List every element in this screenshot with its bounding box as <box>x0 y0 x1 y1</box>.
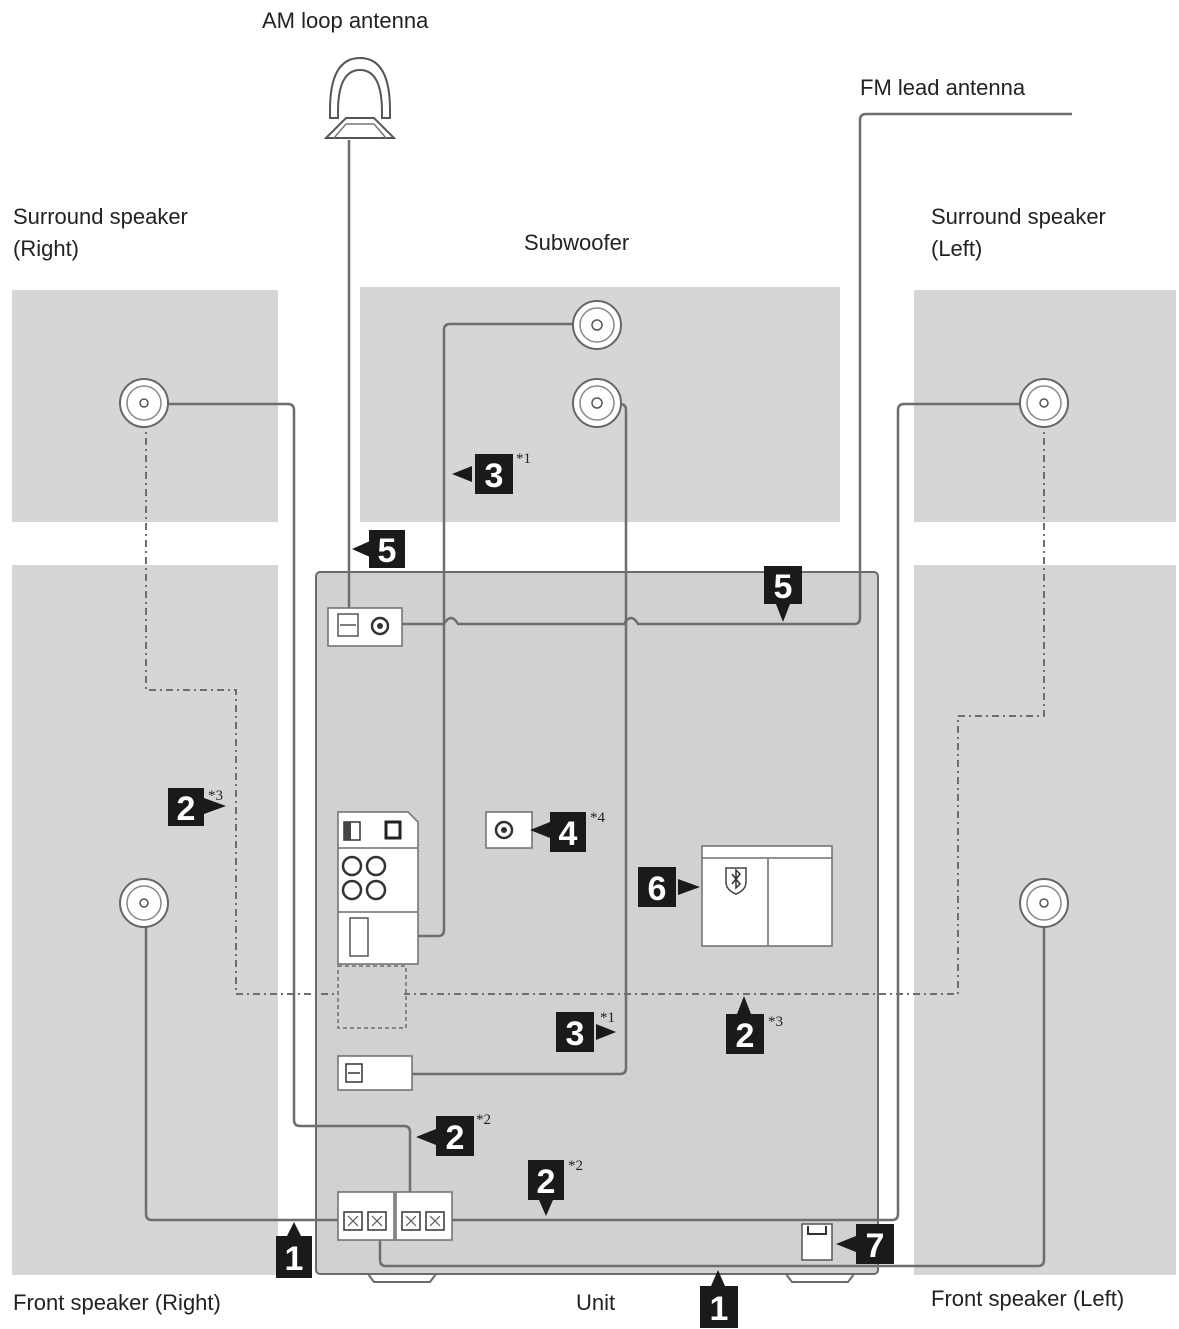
step-3-upper-note: *1 <box>516 451 531 467</box>
subwoofer-wire-upper <box>356 322 596 938</box>
subwoofer-bottom-speaker-icon <box>572 378 622 428</box>
front-right-label: Front speaker (Right) <box>13 1290 221 1315</box>
am-loop-antenna-icon <box>323 56 397 139</box>
step-2-mid-note: *3 <box>768 1014 783 1030</box>
fm-antenna-label: FM lead antenna <box>860 75 1026 100</box>
surround-left-speaker-icon <box>1019 378 1069 428</box>
step-3-lower-note: *1 <box>600 1010 615 1026</box>
unit-foot-right <box>785 1273 855 1283</box>
step-6-number: 6 <box>648 870 667 908</box>
front-right-wire <box>144 902 346 1222</box>
step-2-mid-pointer <box>737 996 751 1014</box>
unit-label: Unit <box>576 1290 615 1315</box>
step-2-terminal-pointer <box>416 1129 436 1145</box>
bluetooth-module <box>701 845 833 947</box>
unit-panel <box>315 571 879 1275</box>
step-3-upper-marker <box>475 454 513 494</box>
bluetooth-icon <box>725 867 747 895</box>
step-2-terminal-marker <box>436 1116 474 1156</box>
step-2-mid-number: 2 <box>736 1017 755 1055</box>
step-3-lower-pointer <box>596 1024 616 1040</box>
optional-connector-area <box>337 965 407 1029</box>
step-2-terminal-number: 2 <box>446 1119 465 1157</box>
surround-right-label-line2: (Right) <box>13 236 79 261</box>
step-1-bottom-pointer <box>711 1270 725 1286</box>
step-3-lower-number: 3 <box>566 1015 585 1053</box>
step-2-bottom-marker <box>528 1160 564 1200</box>
step-5-right-pointer <box>776 604 790 622</box>
subwoofer-wire-lower <box>346 402 628 1076</box>
step-6-marker <box>638 867 676 907</box>
step-1-left-marker <box>276 1236 312 1278</box>
subwoofer-output-terminal <box>337 1055 413 1091</box>
step-7-number: 7 <box>866 1227 885 1265</box>
step-5-left-marker <box>369 530 405 568</box>
surround-right-wire <box>146 402 412 1216</box>
step-2-left-pointer <box>204 798 226 814</box>
surround-right-label-line1: Surround speaker <box>13 204 188 229</box>
front-left-speaker-icon <box>1019 878 1069 928</box>
speaker-terminal-block <box>337 1191 453 1241</box>
unit-foot-left <box>367 1273 437 1283</box>
subwoofer-top-speaker-icon <box>572 300 622 350</box>
step-1-left-pointer <box>287 1222 301 1236</box>
power-plug-icon <box>801 1223 833 1261</box>
step-7-marker <box>856 1224 894 1264</box>
surround-left-label-line2: (Left) <box>931 236 982 261</box>
step-2-bottom-pointer <box>539 1200 553 1216</box>
surround-right-speaker-icon <box>119 378 169 428</box>
step-2-mid-marker <box>726 1014 764 1054</box>
step-2-left-number: 2 <box>177 790 196 828</box>
audio-connector-block <box>337 811 419 965</box>
step-6-pointer <box>678 879 700 895</box>
step-3-upper-pointer <box>452 466 472 482</box>
antenna-terminal-block <box>327 607 403 647</box>
surround-left-wire <box>440 402 1044 1222</box>
front-left-wire <box>378 902 1046 1268</box>
step-1-left-number: 1 <box>285 1240 304 1278</box>
step-2-left-note: *3 <box>208 788 223 804</box>
am-antenna-label: AM loop antenna <box>262 8 429 33</box>
step-7-pointer <box>836 1236 856 1252</box>
step-5-right-marker <box>764 566 802 604</box>
step-5-left-pointer <box>352 541 370 557</box>
surround-left-optional-route <box>404 404 1045 995</box>
step-4-marker <box>550 812 586 852</box>
step-1-bottom-number: 1 <box>710 1290 729 1328</box>
step-5-left-number: 5 <box>378 532 397 570</box>
subwoofer-label: Subwoofer <box>524 230 629 255</box>
audio-input-jack <box>485 811 533 849</box>
step-3-lower-marker <box>556 1012 594 1052</box>
front-left-label: Front speaker (Left) <box>931 1286 1124 1311</box>
step-2-terminal-note: *2 <box>476 1112 491 1128</box>
surround-left-label-line1: Surround speaker <box>931 204 1106 229</box>
fm-antenna-wire <box>392 112 1072 626</box>
step-2-left-marker <box>168 788 204 826</box>
step-4-number: 4 <box>559 815 578 853</box>
step-4-pointer <box>530 822 550 838</box>
step-4-note: *4 <box>590 810 606 826</box>
step-5-right-number: 5 <box>774 568 793 606</box>
step-2-bottom-note: *2 <box>568 1158 583 1174</box>
step-2-bottom-number: 2 <box>537 1163 556 1201</box>
front-right-speaker-icon <box>119 878 169 928</box>
surround-right-optional-route <box>145 404 338 995</box>
step-3-upper-number: 3 <box>485 457 504 495</box>
step-1-bottom-marker <box>700 1286 738 1328</box>
